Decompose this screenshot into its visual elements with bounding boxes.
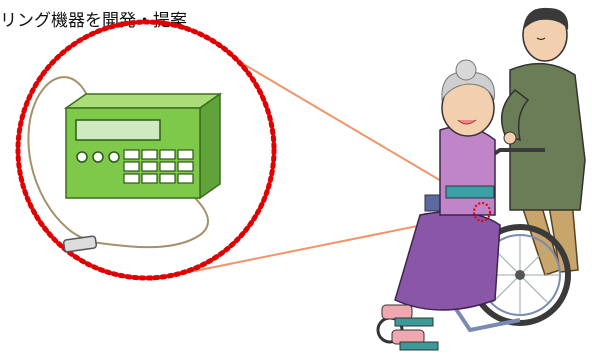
monitoring-device-icon bbox=[27, 76, 223, 253]
highlight-circle bbox=[15, 19, 277, 281]
caregiver-figure bbox=[500, 7, 586, 276]
elderly-woman-figure bbox=[381, 59, 501, 351]
caption-title: リング機器を開発・提案 bbox=[0, 11, 187, 31]
leader-line-top bbox=[239, 61, 471, 199]
